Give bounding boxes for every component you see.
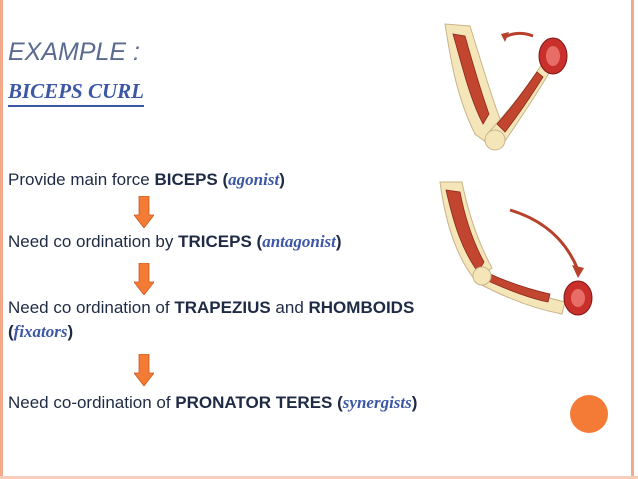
extended-arm-illustration: [439, 181, 593, 316]
step-synergists: Need co-ordination of PRONATOR TERES (sy…: [8, 393, 418, 412]
slide-frame-bottom: [0, 476, 638, 479]
slide-title: EXAMPLE :: [8, 38, 140, 67]
title-text: EXAMPLE: [8, 38, 127, 66]
muscle-name: PRONATOR TERES: [175, 393, 333, 412]
step-lead-text: Need co ordination by: [8, 232, 179, 251]
slide-frame-left: [0, 0, 3, 479]
step-lead-text: Need co-ordination of: [8, 393, 176, 412]
muscle-name-2: RHOMBOIDS: [308, 298, 415, 317]
bent-arm-illustration: [444, 23, 568, 151]
step-lead-text: Provide main force: [8, 170, 155, 189]
down-arrow-icon: [134, 263, 154, 295]
slide-frame-right: [631, 0, 634, 479]
step-antagonist: Need co ordination by TRICEPS (antagonis…: [8, 232, 342, 251]
decorative-circle: [570, 395, 608, 433]
muscle-name: TRAPEZIUS: [174, 298, 271, 317]
muscle-role: antagonist: [262, 232, 336, 251]
step-agonist: Provide main force BICEPS (agonist): [8, 170, 285, 189]
step-lead-text: Need co ordination of: [8, 298, 175, 317]
muscle-role: agonist: [228, 170, 280, 189]
step-fixators: Need co ordination of TRAPEZIUS and RHOM…: [8, 298, 414, 318]
down-arrow-icon: [134, 196, 154, 228]
step-joiner-text: and: [270, 298, 309, 317]
muscle-role: fixators: [13, 322, 68, 341]
step-fixators-role: (fixators): [8, 322, 74, 341]
muscle-name: TRICEPS: [178, 232, 252, 251]
down-arrow-icon: [134, 354, 154, 386]
slide-subtitle: BICEPS CURL: [8, 79, 144, 107]
title-colon: :: [126, 38, 141, 66]
muscle-name: BICEPS: [154, 170, 218, 189]
muscle-role: synergists: [342, 393, 412, 412]
